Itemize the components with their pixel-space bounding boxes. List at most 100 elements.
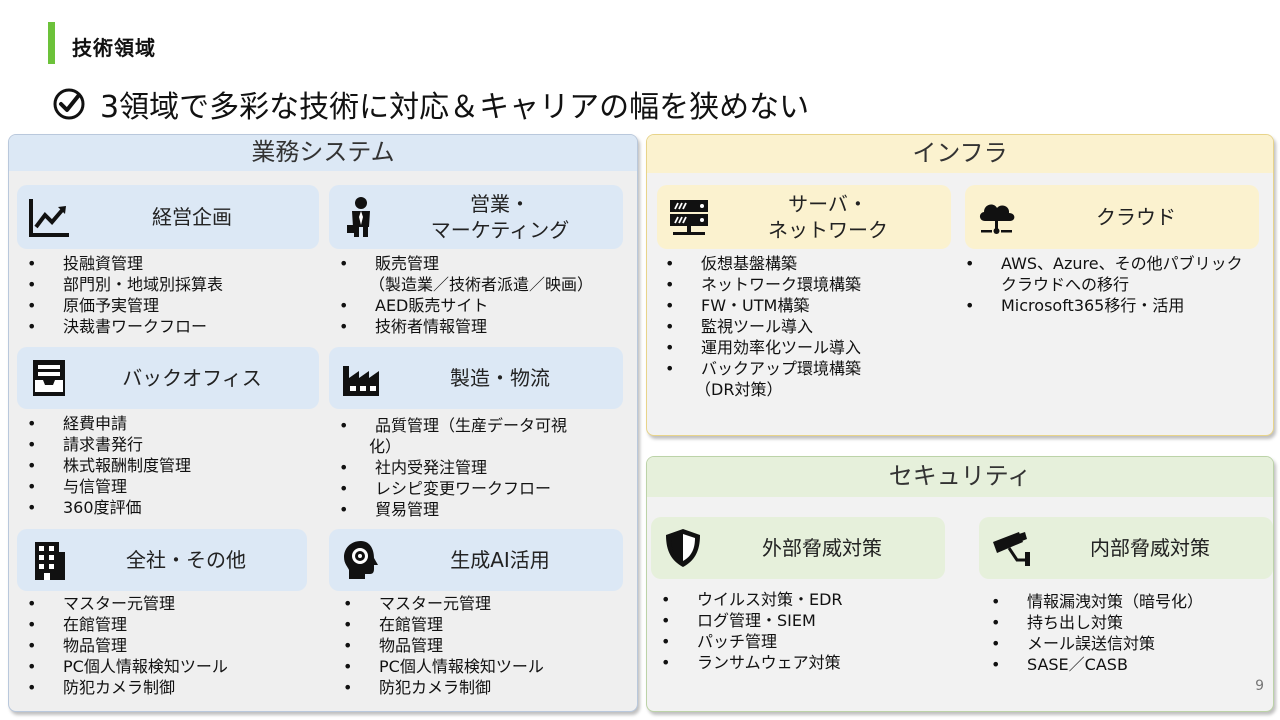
list-item: ランサムウェア対策 [657,652,843,673]
list-item-continuation: （DR対策） [695,380,783,399]
list-item: メール誤送信対策 [987,633,1203,654]
infrastructure-panel: インフラ サーバ・ ネットワーク 仮想基盤構築 ネットワーク環境構築 FW・UT… [646,134,1274,436]
internal-threats-list: 情報漏洩対策（暗号化） 持ち出し対策 メール誤送信対策 SASE／CASB [987,591,1203,675]
category-label-line1: 営業・ [470,192,530,216]
category-label: 外部脅威対策 [762,536,882,560]
category-label: 製造・物流 [450,366,550,390]
category-label: クラウド [1096,205,1176,229]
server-icon [670,200,708,235]
category-back-office: バックオフィス [17,347,319,409]
security-panel: セキュリティ 外部脅威対策 ウイルス対策・EDR ログ管理・SIEM パッチ管理… [646,456,1274,712]
list-item: ログ管理・SIEM [657,610,843,631]
server-network-list: 仮想基盤構築 ネットワーク環境構築 FW・UTM構築 監視ツール導入 運用効率化… [661,253,861,400]
category-server-network: サーバ・ ネットワーク [657,185,951,249]
section-title: 技術領域 [72,36,156,60]
list-item: 在館管理 [339,614,544,635]
category-corporate-planning: 経営企画 [17,185,319,249]
list-item: SASE／CASB [987,654,1203,675]
check-circle-icon [53,88,85,120]
list-item: 防犯カメラ制御 [23,677,228,698]
category-sales-marketing: 営業・ マーケティング [329,185,623,249]
list-item: 持ち出し対策 [987,612,1203,633]
list-item: AWS、Azure、その他パブリック [961,253,1243,274]
list-item: 販売管理 [335,253,593,274]
cloud-icon [979,204,1015,234]
category-company-wide: 全社・その他 [17,529,307,591]
list-item: 技術者情報管理 [335,316,593,337]
list-item: マスター元管理 [339,593,544,614]
generative-ai-list: マスター元管理 在館管理 物品管理 PC個人情報検知ツール 防犯カメラ制御 [339,593,544,698]
list-item: PC個人情報検知ツール [23,656,228,677]
list-item: 情報漏洩対策（暗号化） [987,591,1203,612]
corporate-planning-list: 投融資管理 部門別・地域別採算表 原価予実管理 決裁書ワークフロー [23,253,223,337]
list-item: 経費申請 [23,413,191,434]
list-item: バックアップ環境構築 [661,358,861,379]
list-item-continuation: 化） [369,437,402,456]
category-label-line1: サーバ・ [788,192,868,216]
back-office-list: 経費申請 請求書発行 株式報酬制度管理 与信管理 360度評価 [23,413,191,518]
factory-icon [343,366,379,396]
shield-icon [666,529,700,567]
category-internal-threats: 内部脅威対策 [979,517,1273,579]
trend-chart-icon [29,199,69,237]
category-label: 経営企画 [152,205,232,229]
category-label: 営業・ マーケティング [385,191,615,243]
headline: 3領域で多彩な技術に対応＆キャリアの幅を狭めない [52,82,809,126]
list-item: 在館管理 [23,614,228,635]
category-label-line2: マーケティング [430,218,570,242]
list-item: 運用効率化ツール導入 [661,337,861,358]
category-label: バックオフィス [122,366,262,390]
category-external-threats: 外部脅威対策 [651,517,945,579]
category-generative-ai: 生成AI活用 [329,529,623,591]
list-item: 請求書発行 [23,434,191,455]
list-item: 株式報酬制度管理 [23,455,191,476]
list-item-continuation: クラウドへの移行 [1001,275,1130,294]
category-label: 内部脅威対策 [1090,536,1210,560]
list-item: マスター元管理 [23,593,228,614]
category-manufacturing-logistics: 製造・物流 [329,347,623,409]
list-item: 決裁書ワークフロー [23,316,223,337]
list-item: Microsoft365移行・活用 [961,295,1243,316]
company-wide-list: マスター元管理 在館管理 物品管理 PC個人情報検知ツール 防犯カメラ制御 [23,593,228,698]
category-label-line2: ネットワーク [768,218,888,242]
category-label: サーバ・ ネットワーク [713,191,943,243]
list-item: パッチ管理 [657,631,843,652]
headline-text: 3領域で多彩な技術に対応＆キャリアの幅を狭めない [100,90,810,125]
businessperson-icon [347,197,370,237]
ai-head-gear-icon [344,541,378,579]
list-item: PC個人情報検知ツール [339,656,544,677]
list-item: 部門別・地域別採算表 [23,274,223,295]
list-item: 物品管理 [23,635,228,656]
business-systems-title: 業務システム [9,135,637,171]
list-item: ネットワーク環境構築 [661,274,861,295]
list-item: AED販売サイト [335,295,593,316]
category-label: 生成AI活用 [450,548,550,572]
list-item: 原価予実管理 [23,295,223,316]
security-title: セキュリティ [647,457,1273,497]
list-item: 与信管理 [23,476,191,497]
list-item: 品質管理（生産データ可視 [335,415,567,436]
list-item: 物品管理 [339,635,544,656]
list-item: 仮想基盤構築 [661,253,861,274]
list-item: 防犯カメラ制御 [339,677,544,698]
list-item: 監視ツール導入 [661,316,861,337]
list-item: 貿易管理 [335,499,567,520]
infrastructure-title: インフラ [647,135,1273,173]
list-item-continuation: （製造業／技術者派遣／映画） [369,275,594,294]
sales-marketing-list: 販売管理 （製造業／技術者派遣／映画） AED販売サイト 技術者情報管理 [335,253,593,337]
category-label: 全社・その他 [126,548,246,572]
list-item: FW・UTM構築 [661,295,861,316]
list-item: 投融資管理 [23,253,223,274]
business-systems-panel: 業務システム 経営企画 投融資管理 部門別・地域別採算表 原価予実管理 決裁書ワ… [8,134,638,712]
category-cloud: クラウド [965,185,1259,249]
list-item: レシピ変更ワークフロー [335,478,567,499]
inbox-tray-icon [33,360,65,396]
list-item: 360度評価 [23,497,191,518]
manufacturing-list: 品質管理（生産データ可視 化） 社内受発注管理 レシピ変更ワークフロー 貿易管理 [335,415,567,520]
external-threats-list: ウイルス対策・EDR ログ管理・SIEM パッチ管理 ランサムウェア対策 [657,589,843,673]
section-accent-bar [48,22,55,64]
list-item: ウイルス対策・EDR [657,589,843,610]
cloud-list: AWS、Azure、その他パブリック クラウドへの移行 Microsoft365… [961,253,1243,316]
security-camera-icon [993,532,1030,566]
list-item: 社内受発注管理 [335,457,567,478]
